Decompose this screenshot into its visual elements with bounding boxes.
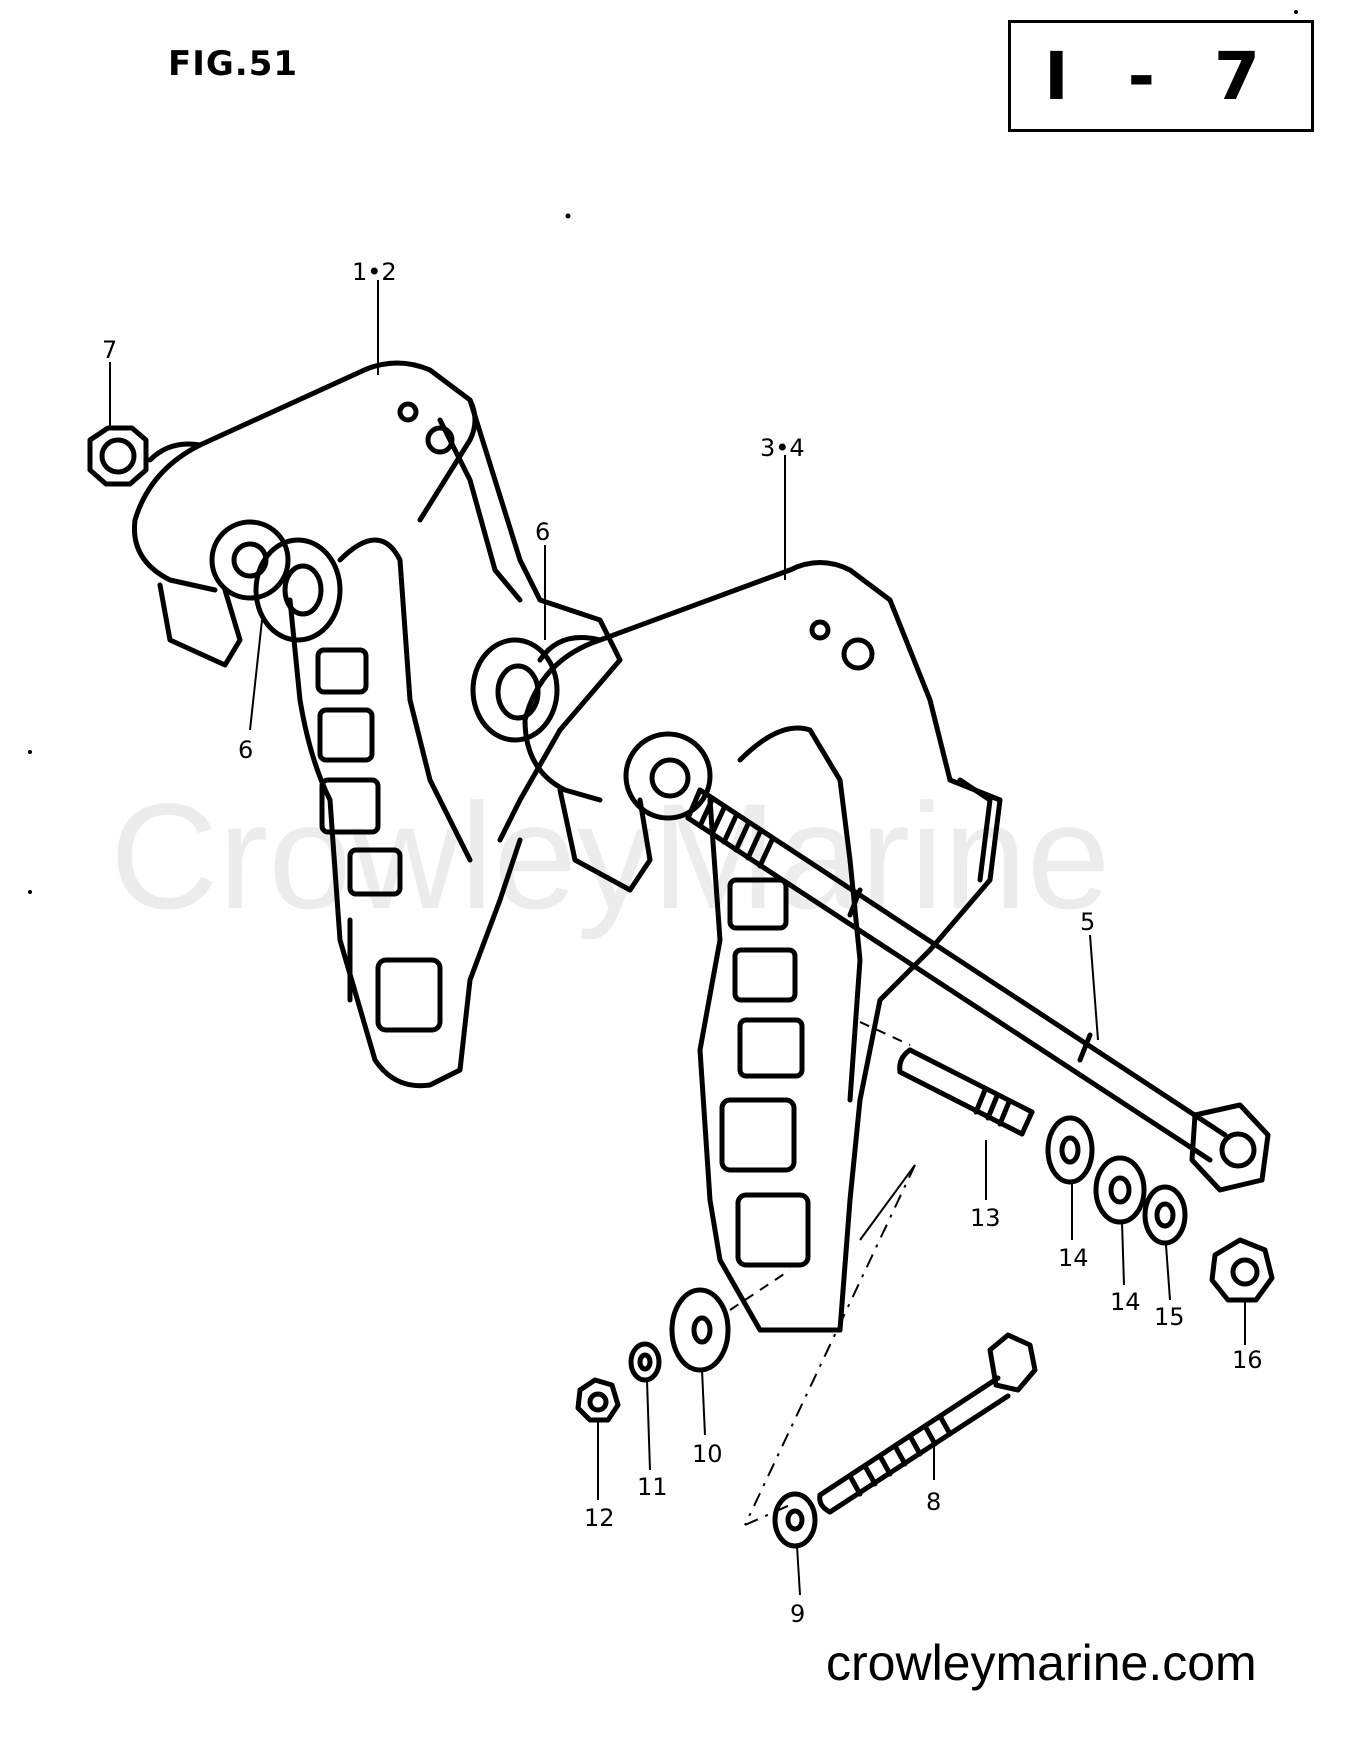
bolt-8 <box>817 1332 1038 1515</box>
clamp-shaft-5 <box>685 787 1271 1193</box>
callout-10: 10 <box>692 1440 723 1468</box>
callout-5: 5 <box>1080 908 1095 936</box>
right-clamp-bracket <box>522 560 1003 1333</box>
callout-3-4: 3•4 <box>760 434 805 462</box>
washer-14a <box>1045 1115 1095 1185</box>
callout-6-lower: 6 <box>238 736 253 764</box>
callout-14b: 14 <box>1110 1288 1141 1316</box>
nut-12 <box>575 1377 621 1423</box>
callout-labels: 1•2 3•4 5 6 6 7 8 9 10 11 12 13 14 14 15… <box>102 258 1263 1628</box>
thrust-washer-left <box>253 537 343 643</box>
callout-14a: 14 <box>1058 1244 1089 1272</box>
left-clamp-bracket <box>131 360 623 1089</box>
washer-14b <box>1093 1155 1147 1225</box>
callout-12: 12 <box>584 1504 615 1532</box>
callout-1-2: 1•2 <box>352 258 397 286</box>
callout-8: 8 <box>926 1488 941 1516</box>
callout-13: 13 <box>970 1204 1001 1232</box>
footer-site-url: crowleymarine.com <box>826 1635 1257 1691</box>
callout-6-upper: 6 <box>535 518 550 546</box>
callout-16: 16 <box>1232 1346 1263 1374</box>
callout-11: 11 <box>637 1473 668 1501</box>
lock-washer-11 <box>628 1341 662 1383</box>
lock-washer-15 <box>1142 1184 1188 1246</box>
section-code-box: I - 7 <box>1008 20 1314 132</box>
watermark: CrowleyMarine <box>110 772 1111 940</box>
figure-title: FIG.51 <box>168 44 299 84</box>
thrust-washer-middle <box>470 637 560 743</box>
callout-9: 9 <box>790 1600 805 1628</box>
callout-15: 15 <box>1154 1303 1185 1331</box>
washer-9 <box>772 1491 818 1549</box>
washer-10 <box>669 1287 731 1373</box>
callout-7: 7 <box>102 336 117 364</box>
nut-7 <box>87 425 149 487</box>
section-code: I - 7 <box>1044 37 1278 115</box>
nut-16 <box>1209 1237 1275 1303</box>
pin-13 <box>897 1047 1035 1137</box>
